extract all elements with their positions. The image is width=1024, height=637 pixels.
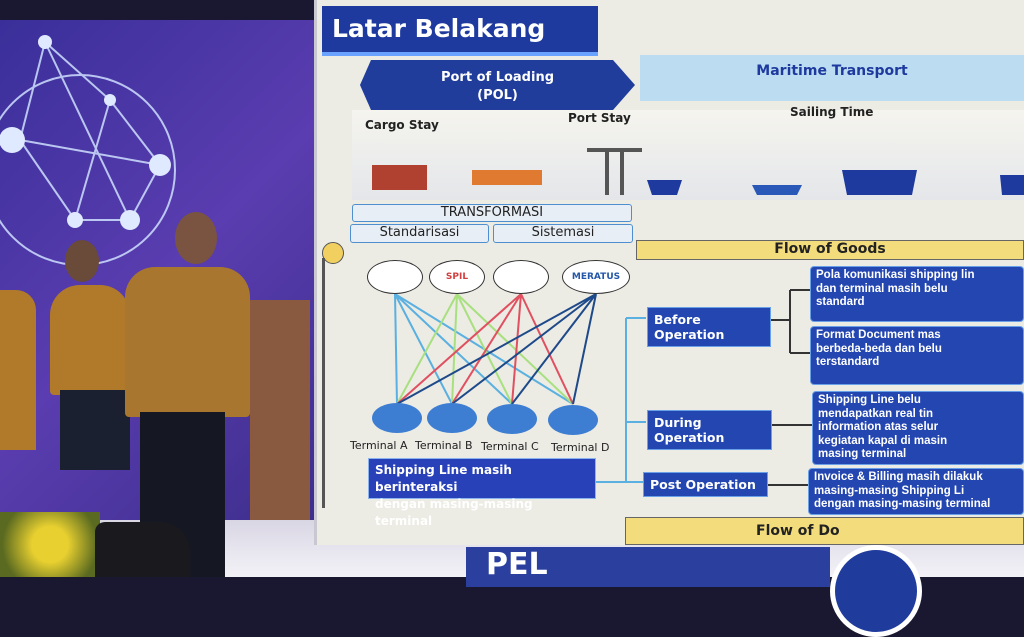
note-line-1: Shipping Line masih berinteraksi — [375, 463, 512, 494]
stage-speaker — [95, 522, 190, 577]
stage-banner: PEL — [466, 547, 830, 587]
shipping-line-logo-meratus: MERATUS — [562, 260, 630, 294]
post-operation-box: Post Operation — [643, 472, 768, 497]
note-line-2: dengan masing-masing terminal — [375, 497, 533, 528]
terminal-icon — [372, 403, 422, 433]
port-of-loading-arrow: Port of Loading (POL) — [360, 60, 635, 110]
flow-connectors — [596, 289, 812, 486]
flower-arrangement — [0, 512, 100, 577]
terminal-a-label: Terminal A — [350, 439, 408, 452]
transformasi-box: TRANSFORMASI — [352, 204, 632, 222]
cargo-stay-label: Cargo Stay — [365, 118, 439, 132]
before-operation-box: Before Operation — [647, 307, 771, 347]
pol-label: Port of Loading — [440, 70, 555, 85]
sailing-time-label: Sailing Time — [790, 105, 874, 119]
sistemasi-box: Sistemasi — [493, 224, 633, 243]
terminal-icon — [548, 405, 598, 435]
logistics-illustration — [352, 110, 1024, 200]
ships-cranes-icons — [372, 148, 1024, 195]
person-left — [0, 290, 36, 450]
section-line — [322, 258, 325, 508]
slide-title: Latar Belakang — [322, 6, 598, 56]
maritime-transport-banner: Maritime Transport — [640, 55, 1024, 101]
terminal-b-label: Terminal B — [415, 439, 473, 452]
during-operation-box: During Operation — [647, 410, 772, 450]
network-globe-graphic — [0, 35, 176, 266]
flow-of-goods-bar: Flow of Goods — [636, 240, 1024, 260]
terminal-d-label: Terminal D — [551, 441, 610, 454]
terminal-icon — [487, 404, 537, 434]
shipping-line-logo-3 — [493, 260, 549, 294]
terminal-c-label: Terminal C — [481, 440, 539, 453]
section-marker — [322, 242, 344, 264]
shipping-line-logo-spil: SPIL — [429, 260, 485, 294]
shipping-line-logo-1 — [367, 260, 423, 294]
terminal-icon — [427, 403, 477, 433]
port-stay-label: Port Stay — [568, 111, 631, 125]
issue-description: Pola komunikasi shipping lin dan termina… — [810, 266, 1024, 322]
standarisasi-box: Standarisasi — [350, 224, 489, 243]
person-seated — [40, 240, 135, 490]
pol-abbrev: (POL) — [477, 88, 518, 103]
company-logo — [830, 545, 922, 637]
flow-of-documents-bar: Flow of Do — [625, 517, 1024, 545]
issue-description: Format Document mas berbeda-beda dan bel… — [810, 326, 1024, 385]
podium — [250, 300, 310, 520]
issue-description: Invoice & Billing masih dilakuk masing-m… — [808, 468, 1024, 515]
interaction-arrows — [394, 293, 597, 405]
issue-description: Shipping Line belu mendapatkan real tin … — [812, 391, 1024, 465]
